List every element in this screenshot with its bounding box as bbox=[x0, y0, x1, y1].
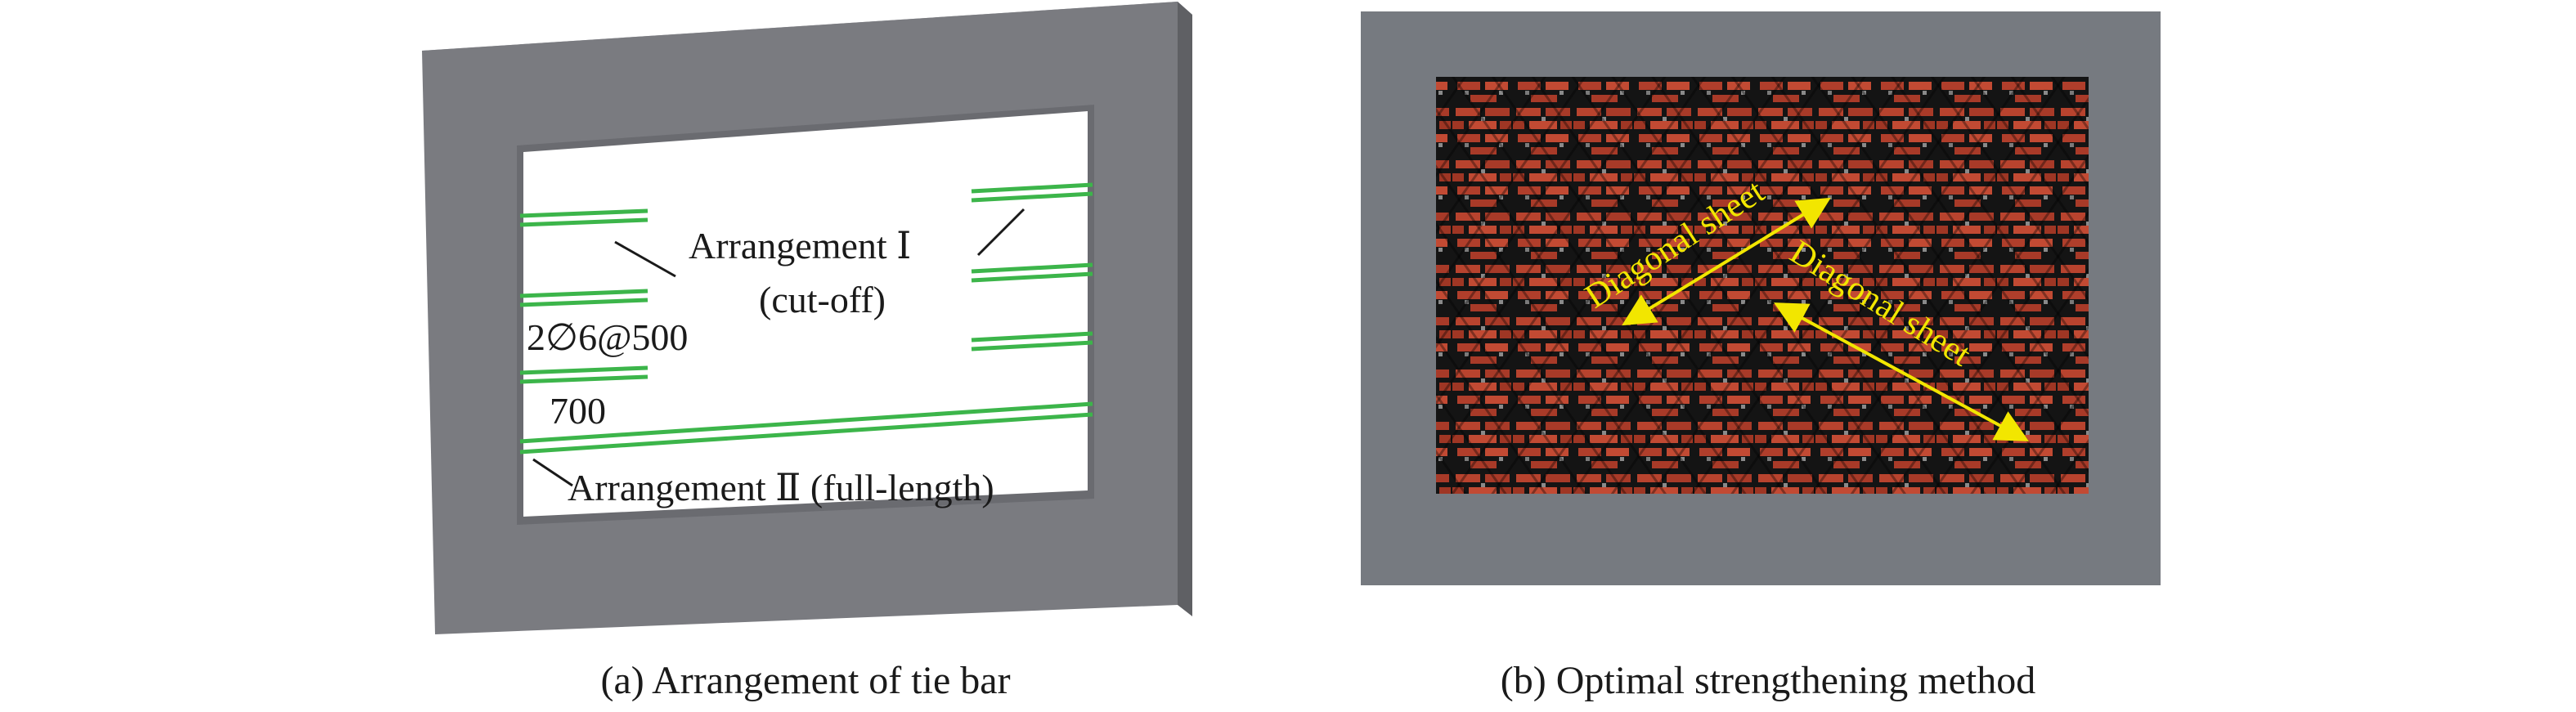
caption-a: (a) Arrangement of tie bar bbox=[600, 659, 1010, 702]
caption-b: (b) Optimal strengthening method bbox=[1501, 659, 2036, 702]
tie-bar-right-3a bbox=[971, 331, 1093, 343]
tie-bar-right-2a bbox=[971, 262, 1093, 274]
tie-bar-right-1a bbox=[971, 182, 1093, 194]
label-arrangement-1: Arrangement Ⅰ bbox=[689, 225, 911, 266]
tie-bar-full-b bbox=[519, 412, 1093, 455]
label-length: 700 bbox=[550, 390, 606, 432]
diagonal-arrow-1 bbox=[1622, 197, 1831, 326]
frame-a-right-face bbox=[1178, 2, 1192, 616]
tie-bar-right-3b bbox=[971, 340, 1093, 352]
leader-arrangement-1-left bbox=[614, 240, 676, 278]
label-cut-off: (cut-off) bbox=[759, 279, 886, 320]
leader-arrangement-1-right bbox=[976, 208, 1025, 257]
label-spacing: 2∅6@500 bbox=[527, 316, 688, 358]
tie-bars-full-length bbox=[519, 401, 1093, 455]
diagonal-sheet-hatch-2 bbox=[1436, 77, 2089, 494]
panel-a: Arrangement Ⅰ (cut-off) 2∅6@500 700 Arra… bbox=[422, 2, 1192, 702]
tie-bars-left bbox=[519, 208, 648, 384]
tie-bar-left-2a bbox=[519, 289, 648, 298]
tie-bar-right-2b bbox=[971, 271, 1093, 283]
tie-bar-full-a bbox=[519, 401, 1093, 444]
tie-bars-right bbox=[971, 182, 1093, 352]
tie-bar-left-2b bbox=[519, 298, 648, 307]
tie-bar-left-1b bbox=[519, 217, 648, 227]
tie-bar-left-1a bbox=[519, 208, 648, 218]
leader-lines-a bbox=[532, 208, 1025, 487]
leader-arrangement-2 bbox=[532, 458, 573, 487]
tie-bar-right-1b bbox=[971, 191, 1093, 203]
diagonal-arrow-2 bbox=[1773, 302, 2030, 441]
label-arrangement-2: Arrangement Ⅱ (full-length) bbox=[568, 467, 994, 508]
tie-bar-left-3a bbox=[519, 365, 648, 375]
panel-b: Diagonal sheet Diagonal sheet (b) Optima… bbox=[1361, 11, 2161, 702]
tie-bar-left-3b bbox=[519, 374, 648, 384]
